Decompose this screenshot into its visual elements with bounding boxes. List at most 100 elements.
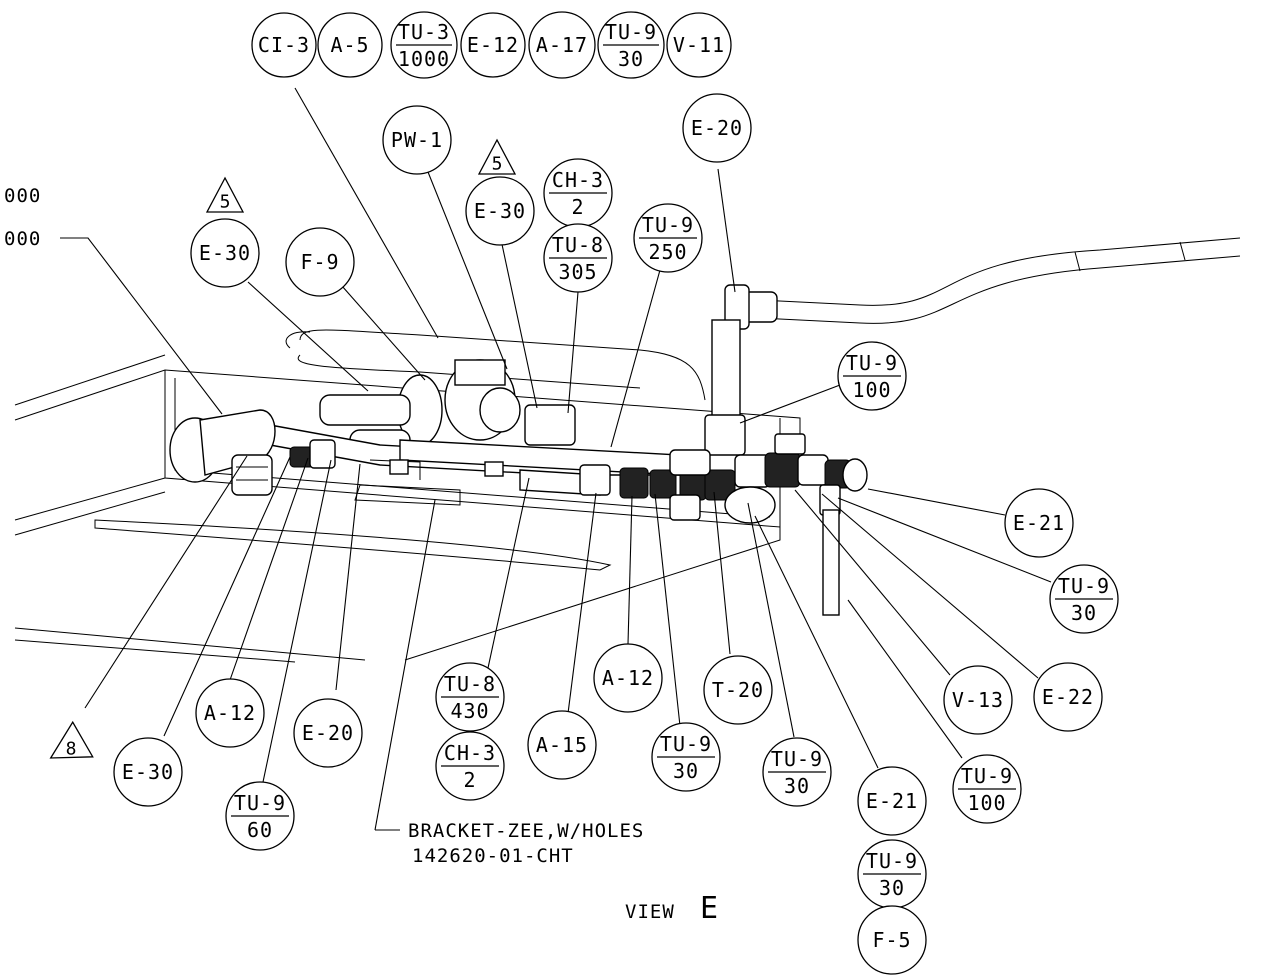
callout-top-label: E-30 <box>122 760 174 784</box>
base-housing <box>14 354 801 663</box>
callout-bottom-label: 305 <box>558 260 597 284</box>
callout-top-label: TU-3 <box>398 20 450 44</box>
bracket-note: BRACKET-ZEE,W/HOLES 142620-01-CHT <box>408 820 644 867</box>
callout-top-label: TU-9 <box>660 732 712 756</box>
revision-triangle: 5 <box>477 138 517 175</box>
callout-bottom-label: 2 <box>463 768 476 792</box>
callout-bubble: E-22 <box>1033 662 1103 732</box>
revision-triangle: 8 <box>49 720 94 760</box>
callout-top-label: E-30 <box>199 241 251 265</box>
callout-bottom-label: 1000 <box>398 47 450 71</box>
callout-bubble: 100 TU-9 <box>952 754 1022 824</box>
callout-bottom-label: 100 <box>852 378 891 402</box>
callout-bubble: 60 TU-9 <box>225 781 295 851</box>
callout-top-label: CI-3 <box>258 33 310 57</box>
callout-bottom-label: 30 <box>1071 601 1097 625</box>
callout-bubble: A-15 <box>527 710 597 780</box>
callout-bottom-label: 30 <box>673 759 699 783</box>
callout-top-label: CH-3 <box>552 168 604 192</box>
view-letter: E <box>700 891 718 926</box>
callout-bottom-label: 430 <box>450 699 489 723</box>
callout-top-label: TU-9 <box>605 20 657 44</box>
callout-bubble: V-11 <box>666 12 732 78</box>
callout-bubble: E-30 <box>113 737 183 807</box>
callout-top-label: E-30 <box>474 199 526 223</box>
bracket-zee <box>354 459 504 506</box>
callout-top-label: TU-9 <box>961 764 1013 788</box>
callout-top-label: TU-9 <box>1058 574 1110 598</box>
callout-bubble: T-20 <box>703 655 773 725</box>
callout-top-label: CH-3 <box>444 741 496 765</box>
callout-top-label: E-20 <box>691 116 743 140</box>
callout-bottom-label: 30 <box>879 876 905 900</box>
upper-tubing <box>724 237 1241 330</box>
callout-bubble: 30 TU-9 <box>597 11 665 79</box>
fittings-row <box>289 433 868 616</box>
callout-bottom-label: 250 <box>648 240 687 264</box>
callout-top-label: E-21 <box>866 789 918 813</box>
callout-top-label: E-22 <box>1042 685 1094 709</box>
callout-bottom-label: 100 <box>967 791 1006 815</box>
callout-bubble: F-5 <box>857 905 927 975</box>
callout-bubble: E-21 <box>1004 488 1074 558</box>
callout-bubble: 30 TU-9 <box>857 839 927 909</box>
callout-bubble: 430 TU-8 <box>435 662 505 732</box>
callout-bottom-label: 60 <box>247 818 273 842</box>
revision-triangle-label: 5 <box>492 154 503 175</box>
callout-bubble: 2 CH-3 <box>435 731 505 801</box>
callout-bubble: F-9 <box>285 227 355 297</box>
callout-bubble: A-12 <box>593 643 663 713</box>
callout-top-label: A-5 <box>330 33 369 57</box>
callout-top-label: A-12 <box>204 701 256 725</box>
callout-top-label: A-15 <box>536 733 588 757</box>
callout-bubble: CI-3 <box>251 12 317 78</box>
leader-lines <box>60 87 1052 831</box>
callout-bubble: E-20 <box>682 93 752 163</box>
callout-top-label: PW-1 <box>391 128 443 152</box>
callout-top-label: F-5 <box>872 928 911 952</box>
view-label-text: VIEW <box>625 901 675 923</box>
bracket-note-line1: BRACKET-ZEE,W/HOLES <box>408 820 644 842</box>
callout-top-label: A-17 <box>536 33 588 57</box>
callout-bubble: E-20 <box>293 698 363 768</box>
callout-top-label: E-12 <box>467 33 519 57</box>
callout-bubble: PW-1 <box>382 105 452 175</box>
callout-top-label: TU-9 <box>234 791 286 815</box>
callout-bubble: 30 TU-9 <box>762 737 832 807</box>
top-left-note-2: 000 <box>4 228 41 250</box>
callout-bottom-label: 30 <box>784 774 810 798</box>
callout-top-label: TU-9 <box>866 849 918 873</box>
callout-bubble: V-13 <box>943 665 1013 735</box>
callout-bubble: 1000 TU-3 <box>390 11 458 79</box>
revision-triangle: 5 <box>205 176 245 213</box>
callout-top-label: V-13 <box>952 688 1004 712</box>
callout-bubble: A-5 <box>317 12 383 78</box>
callout-bubble: E-12 <box>460 12 526 78</box>
top-left-notes: 000 000 <box>4 185 41 250</box>
left-elbow <box>169 409 276 496</box>
callout-bubble: E-30 <box>465 176 535 246</box>
callout-bubble: E-30 <box>190 218 260 288</box>
vertical-tube <box>704 319 746 456</box>
callout-bubble: A-17 <box>528 11 596 79</box>
revision-triangle-label: 5 <box>220 192 231 213</box>
callout-bottom-label: 30 <box>618 47 644 71</box>
callout-bubble: 100 TU-9 <box>837 341 907 411</box>
callout-bubble: E-21 <box>857 766 927 836</box>
callout-top-label: A-12 <box>602 666 654 690</box>
pump-assembly <box>319 359 576 459</box>
top-left-note-1: 000 <box>4 185 41 207</box>
callout-bubble: A-12 <box>195 678 265 748</box>
callout-top-label: TU-9 <box>846 351 898 375</box>
bracket-note-line2: 142620-01-CHT <box>412 845 574 867</box>
callout-top-label: TU-9 <box>771 747 823 771</box>
revision-triangle-label: 8 <box>66 739 77 760</box>
view-label: VIEW E <box>625 891 718 926</box>
loop-tube <box>285 329 706 401</box>
callout-top-label: T-20 <box>712 678 764 702</box>
callout-top-label: V-11 <box>673 33 725 57</box>
callout-top-label: TU-8 <box>444 672 496 696</box>
